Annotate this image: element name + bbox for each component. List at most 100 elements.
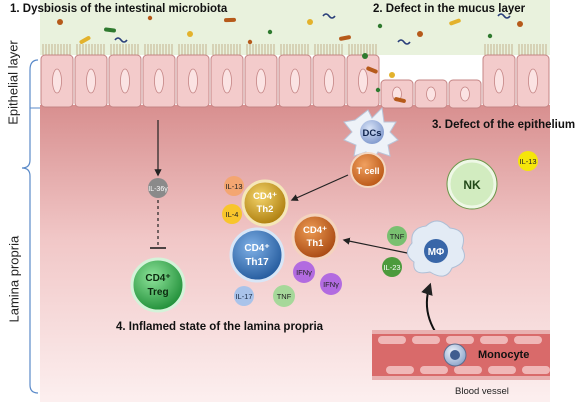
epithelial-nucleus: [460, 86, 470, 102]
epithelial-nucleus: [120, 68, 130, 94]
microbe: [247, 39, 253, 45]
blood-vessel-label: Blood vessel: [455, 386, 509, 397]
il13-right-bubble: [518, 151, 538, 171]
endothelial-cell: [378, 336, 406, 344]
microbe: [267, 29, 273, 35]
endothelial-cell: [420, 366, 448, 374]
step4-label: 4. Inflamed state of the lamina propria: [116, 321, 324, 333]
macrophage-label: MΦ: [428, 247, 445, 258]
il4-label: IL-4: [226, 210, 239, 219]
dendritic-cell: [343, 106, 399, 163]
microbe: [104, 27, 116, 33]
tnf-bottom-label: TNF: [277, 292, 292, 301]
macrophage: [407, 220, 465, 277]
treg-cell: [130, 257, 186, 313]
step3-label: 3. Defect of the epithelium: [432, 119, 575, 131]
il13-left-bubble: [224, 176, 244, 196]
nk-cell: [447, 159, 497, 209]
il4-bubble: [222, 204, 242, 224]
microbe: [339, 35, 351, 41]
epithelial-nucleus: [494, 68, 504, 94]
nk-label: NK: [463, 178, 481, 192]
ifng2-label: IFNγ: [323, 280, 339, 289]
microbe: [417, 31, 423, 37]
epithelial-nucleus: [426, 86, 436, 102]
monocyte-label: Monocyte: [478, 349, 529, 361]
ifng2-bubble: [320, 273, 342, 295]
epithelial-nucleus: [154, 68, 164, 94]
microbe: [375, 87, 381, 93]
microbe: [449, 18, 461, 26]
il23-label: IL-23: [383, 263, 400, 272]
epithelial-cells: [40, 54, 550, 109]
microbe: [307, 19, 313, 25]
arrow-mac-to-th1: [342, 237, 413, 255]
arrow-tcell-to-th2: [290, 174, 349, 201]
epithelial-nucleus: [256, 68, 266, 94]
step1-label: 1. Dysbiosis of the intestinal microbiot…: [10, 3, 228, 15]
il36-bubble: [148, 178, 168, 198]
microbiota: [57, 13, 523, 103]
th1-label-a: CD4⁺: [303, 225, 327, 236]
nk-outline: [446, 158, 498, 210]
microbe: [517, 21, 523, 27]
step2-label: 2. Defect in the mucus layer: [373, 3, 526, 15]
region-bracket: [21, 59, 39, 394]
il17-label: IL-17: [235, 292, 252, 301]
tnf-bottom-bubble: [273, 285, 295, 307]
microbe: [362, 53, 368, 59]
il36-label: IL-36γ: [148, 186, 168, 193]
il13-right-label: IL-13: [519, 157, 536, 166]
microbe-spiral: [497, 13, 511, 19]
epithelial-layer-label: Epithelial layer: [5, 40, 21, 125]
epithelial-nucleus: [52, 68, 62, 94]
treg-label-b: Treg: [147, 287, 168, 298]
ifng1-label: IFNγ: [296, 268, 312, 277]
epithelial-nucleus: [324, 68, 334, 94]
th1-label-b: Th1: [307, 238, 325, 249]
t-cell: [350, 152, 386, 188]
epithelial-nucleus: [86, 68, 96, 94]
microbe: [224, 17, 236, 23]
endothelial-cell: [488, 366, 516, 374]
il13-left-label: IL-13: [225, 182, 242, 191]
epithelial-nucleus: [222, 68, 232, 94]
dcs-label: DCs: [362, 128, 381, 139]
epithelial-nucleus: [290, 68, 300, 94]
microbe: [366, 66, 378, 74]
microbe: [389, 72, 395, 78]
microbe-spiral: [322, 13, 336, 19]
th2-label-a: CD4⁺: [253, 191, 277, 202]
il17-bubble: [234, 286, 254, 306]
th1-cell: [291, 213, 339, 261]
ibd-pathogenesis-diagram: 1. Dysbiosis of the intestinal microbiot…: [10, 0, 550, 402]
microbe: [394, 97, 406, 103]
tnf-right-label: TNF: [390, 232, 405, 241]
endothelial-cell: [386, 366, 414, 374]
microbe: [79, 36, 91, 44]
endothelial-cell: [446, 336, 474, 344]
epithelial-nucleus: [528, 68, 538, 94]
endothelial-cell: [514, 336, 542, 344]
microbe-spiral: [397, 39, 411, 45]
microbe: [377, 23, 383, 29]
th17-label-a: CD4⁺: [244, 243, 269, 254]
monocyte-nucleus: [450, 350, 460, 360]
epithelial-nucleus: [358, 68, 368, 94]
endothelial-cell: [412, 336, 440, 344]
treg-label-a: CD4⁺: [145, 273, 170, 284]
microbe: [57, 19, 63, 25]
endothelial-cell: [522, 366, 550, 374]
endothelial-cell: [480, 336, 508, 344]
epithelial-nucleus: [188, 68, 198, 94]
lamina-propria-label: Lamina propria: [6, 235, 22, 323]
microvilli: [42, 44, 547, 55]
th2-label-b: Th2: [257, 204, 274, 215]
il23-bubble: [382, 257, 402, 277]
endothelial-cell: [454, 366, 482, 374]
th2-cell: [241, 179, 289, 227]
tnf-right-bubble: [387, 226, 407, 246]
ifng1-bubble: [293, 261, 315, 283]
microbe: [487, 33, 493, 39]
th17-cell: [229, 227, 285, 283]
